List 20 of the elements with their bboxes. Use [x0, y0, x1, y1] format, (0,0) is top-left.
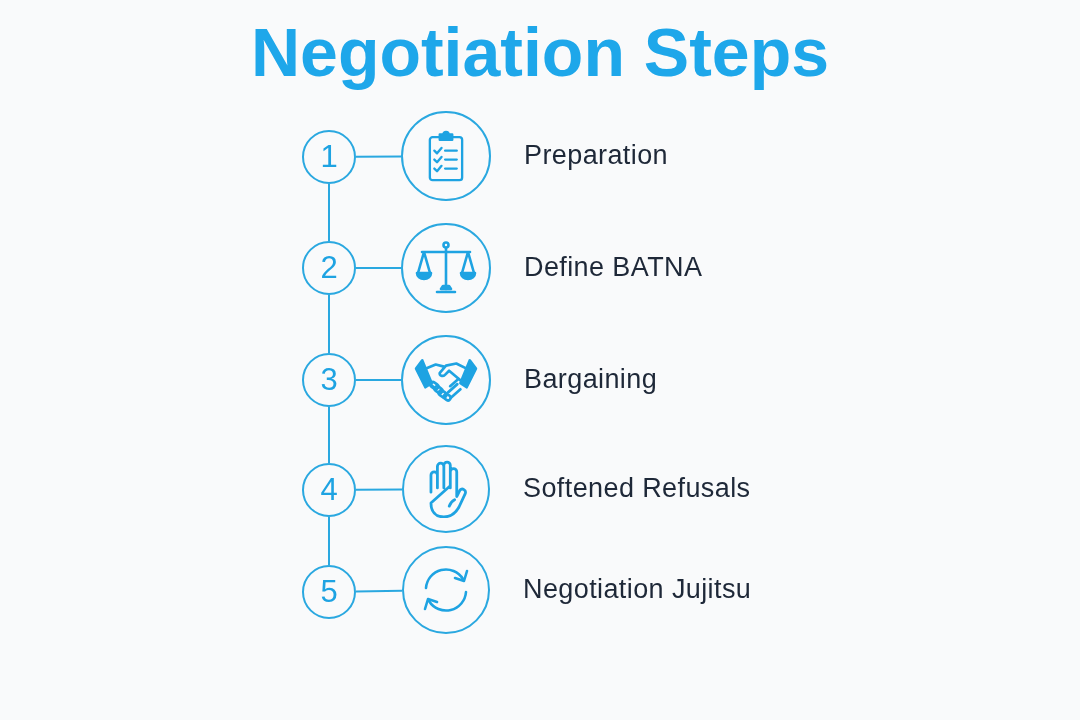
- connector-line: [328, 294, 330, 354]
- connector-line: [355, 379, 402, 381]
- connector-line: [328, 516, 330, 566]
- step-number-circle: 4: [302, 463, 356, 517]
- step-label: Define BATNA: [524, 251, 703, 284]
- step-number-circle: 1: [302, 130, 356, 184]
- step-number-circle: 2: [302, 241, 356, 295]
- title: Negotiation Steps: [250, 13, 829, 92]
- connector-line: [355, 589, 403, 593]
- step-label: Preparation: [524, 139, 668, 172]
- step-label: Softened Refusals: [523, 472, 751, 505]
- step-number-circle: 3: [302, 353, 356, 407]
- connector-line: [328, 183, 330, 242]
- connector-line: [328, 406, 330, 464]
- connector-line: [355, 267, 402, 269]
- connector-line: [355, 155, 402, 158]
- connector-line: [355, 488, 403, 491]
- step-label: Negotiation Jujitsu: [523, 573, 752, 606]
- step-label: Bargaining: [524, 363, 658, 396]
- step-number-circle: 5: [302, 565, 356, 619]
